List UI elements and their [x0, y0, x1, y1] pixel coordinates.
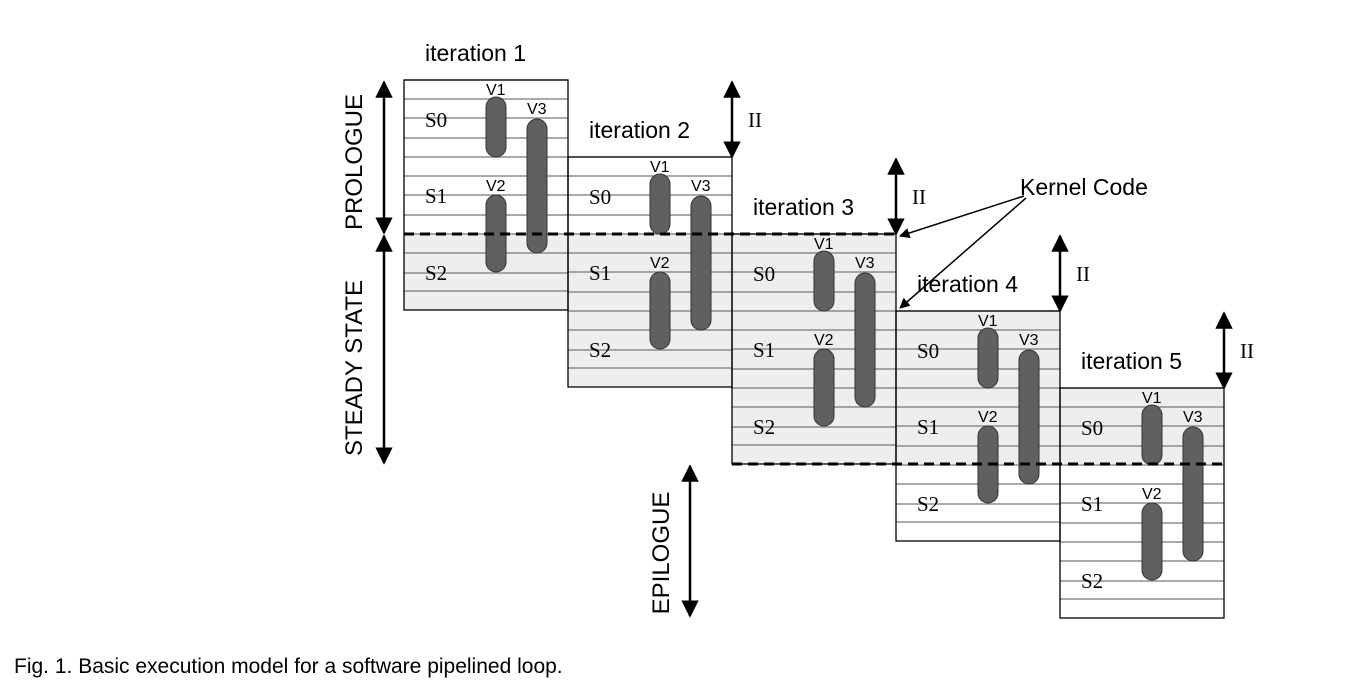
stage-label-s1: S1 — [425, 184, 447, 208]
value-label-v1: V1 — [814, 236, 834, 253]
stage-label-s0: S0 — [753, 262, 775, 286]
value-lifetime-bar-v3 — [1182, 426, 1204, 562]
value-label-v3: V3 — [527, 101, 547, 118]
value-lifetime-bar-v1 — [813, 250, 835, 312]
ii-label: II — [1240, 339, 1254, 363]
iteration-outline — [1059, 387, 1225, 619]
value-label-v3: V3 — [1019, 332, 1039, 349]
kernel-code-label: Kernel Code — [1020, 174, 1148, 200]
value-label-v2: V2 — [978, 409, 998, 426]
stage-label-s0: S0 — [589, 185, 611, 209]
ii-label: II — [748, 108, 762, 132]
iteration-title: iteration 5 — [1081, 348, 1182, 374]
value-lifetime-bar-v2 — [649, 271, 671, 350]
value-lifetime-bar-v1 — [485, 96, 507, 158]
value-lifetime-bar-v1 — [977, 327, 999, 389]
value-lifetime-bar-v3 — [526, 118, 548, 254]
iteration-title: iteration 2 — [589, 117, 690, 143]
value-lifetime-bar-v1 — [649, 173, 671, 235]
ii-label: II — [912, 185, 926, 209]
prologue-label: PROLOGUE — [341, 94, 368, 230]
iteration-title: iteration 1 — [425, 40, 526, 66]
epilogue-label: EPILOGUE — [648, 492, 675, 615]
value-label-v1: V1 — [486, 82, 506, 99]
figure-caption: Fig. 1. Basic execution model for a soft… — [14, 655, 563, 678]
value-label-v3: V3 — [855, 255, 875, 272]
value-lifetime-bar-v2 — [1141, 502, 1163, 581]
value-label-v3: V3 — [1183, 409, 1203, 426]
initiation-interval-arrows: II II II II — [723, 80, 1254, 390]
stage-label-s1: S1 — [1081, 492, 1103, 516]
kernel-pointer-arrow-top — [899, 195, 1025, 239]
value-lifetime-bar-v1 — [1141, 404, 1163, 466]
value-lifetime-bar-v3 — [854, 272, 876, 408]
stage-label-s1: S1 — [917, 415, 939, 439]
iteration-title: iteration 3 — [753, 194, 854, 220]
value-label-v1: V1 — [978, 313, 998, 330]
stage-label-s2: S2 — [589, 338, 611, 362]
ii-label: II — [1076, 262, 1090, 286]
value-label-v1: V1 — [1142, 390, 1162, 407]
stage-label-s0: S0 — [425, 108, 447, 132]
value-label-v1: V1 — [650, 159, 670, 176]
value-lifetime-bar-v2 — [813, 348, 835, 427]
stage-label-s1: S1 — [753, 338, 775, 362]
value-label-v2: V2 — [650, 255, 670, 272]
stage-label-s2: S2 — [753, 415, 775, 439]
stage-label-s1: S1 — [589, 261, 611, 285]
stage-label-s0: S0 — [917, 339, 939, 363]
steady-state-label: STEADY STATE — [341, 280, 368, 456]
value-label-v2: V2 — [486, 178, 506, 195]
value-label-v2: V2 — [1142, 486, 1162, 503]
stage-label-s2: S2 — [425, 261, 447, 285]
kernel-pointer-arrow-bottom — [899, 197, 1027, 309]
value-lifetime-bar-v3 — [1018, 349, 1040, 485]
value-label-v2: V2 — [814, 332, 834, 349]
iteration-title: iteration 4 — [917, 271, 1018, 297]
stage-label-s2: S2 — [917, 492, 939, 516]
value-label-v3: V3 — [691, 178, 711, 195]
value-lifetime-bar-v3 — [690, 195, 712, 331]
stage-label-s2: S2 — [1081, 569, 1103, 593]
stage-label-s0: S0 — [1081, 416, 1103, 440]
